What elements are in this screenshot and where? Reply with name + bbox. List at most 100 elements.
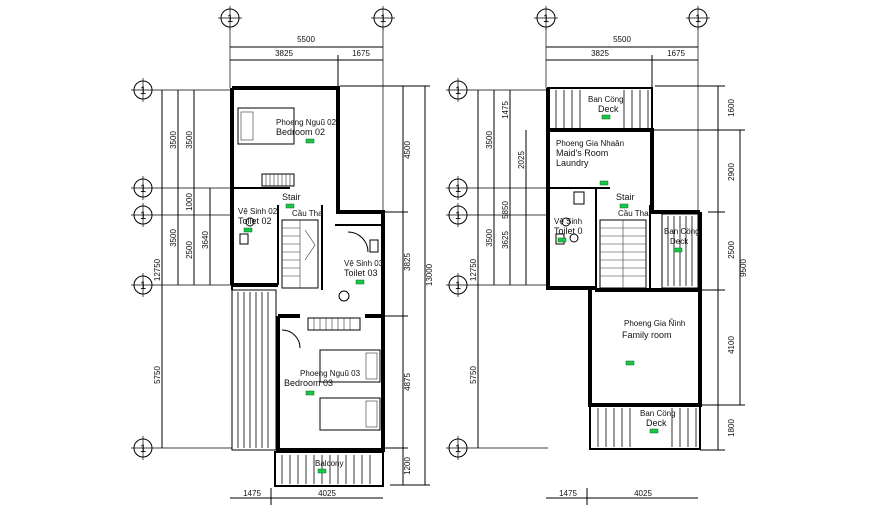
svg-text:1: 1 bbox=[140, 443, 146, 455]
grid-bubble-left-1: 1 bbox=[130, 77, 156, 103]
grid-bubble-top-left-a: 1 bbox=[217, 5, 243, 31]
label-toilet-03-vi: Vệ Sinh 03 bbox=[344, 259, 384, 268]
left-bottom-balcony-hatch bbox=[281, 455, 371, 484]
right-dim-inner-d: 5850 bbox=[501, 201, 510, 219]
left-dim-right-outer: 13000 bbox=[425, 263, 434, 286]
label-deck-bottom-en: Deck bbox=[646, 418, 667, 428]
right-dim-right-d: 4100 bbox=[727, 336, 736, 354]
bed-bedroom-02 bbox=[237, 107, 295, 145]
svg-text:1: 1 bbox=[455, 183, 461, 195]
right-dim-right-b: 2900 bbox=[727, 163, 736, 181]
label-toilet-en-right: Toilet 0 bbox=[554, 226, 583, 236]
left-dim-inner-c: 1000 bbox=[185, 193, 194, 211]
beds-bedroom-03 bbox=[319, 349, 381, 431]
grid-bubble-left-4: 1 bbox=[130, 272, 156, 298]
label-bedroom-02-en: Bedroom 02 bbox=[276, 127, 325, 137]
svg-text:1: 1 bbox=[380, 13, 386, 25]
label-toilet-02-vi: Vệ Sinh 02 bbox=[238, 207, 278, 216]
svg-text:1: 1 bbox=[140, 183, 146, 195]
label-stair-vi-right: Cầu Tha bbox=[618, 209, 649, 218]
label-bedroom-03-vi: Phoeng Nguũ 03 bbox=[300, 369, 361, 378]
label-toilet-03-en: Toilet 03 bbox=[344, 268, 378, 278]
svg-text:1: 1 bbox=[455, 210, 461, 222]
left-dim-width-a: 3825 bbox=[275, 49, 293, 58]
left-floor-plan: 1 1 5500 3825 1675 1 1 1 1 1 12750 5750 bbox=[130, 5, 434, 505]
svg-text:1: 1 bbox=[140, 85, 146, 97]
label-bedroom-02-vi: Phoeng Nguũ 02 bbox=[276, 118, 337, 127]
left-dim-inner-b: 3500 bbox=[185, 131, 194, 149]
grid-bubble-left-2: 1 bbox=[130, 175, 156, 201]
svg-text:1: 1 bbox=[455, 280, 461, 292]
label-toilet-02-en: Toilet 02 bbox=[238, 216, 272, 226]
grid-bubble-top-right-a: 1 bbox=[533, 5, 559, 31]
left-dim-right-b: 3825 bbox=[403, 253, 412, 271]
svg-text:1: 1 bbox=[227, 13, 233, 25]
right-dim-inner-e: 3500 bbox=[485, 229, 494, 247]
stair-right-plan bbox=[599, 219, 647, 289]
label-deck-top-en: Deck bbox=[598, 104, 619, 114]
label-maid-en: Maid's Room bbox=[556, 148, 608, 158]
grid-bubble-left-5: 1 bbox=[130, 435, 156, 461]
left-dim-bottom-a: 1475 bbox=[243, 489, 261, 498]
right-dim-total-width: 5500 bbox=[613, 35, 631, 44]
grid-bubble-right-1: 1 bbox=[445, 77, 471, 103]
left-side-balcony-hatch bbox=[237, 292, 269, 448]
svg-text:1: 1 bbox=[140, 210, 146, 222]
grid-bubble-left-3: 1 bbox=[130, 202, 156, 228]
label-maid-vi: Phoeng Gia Nhaân bbox=[556, 139, 624, 148]
right-dim-inner-a: 1475 bbox=[501, 101, 510, 119]
right-dim-right-c: 2500 bbox=[727, 241, 736, 259]
label-family-en: Family room bbox=[622, 330, 672, 340]
right-dim-outer-a: 12750 bbox=[469, 258, 478, 281]
label-deck-top-vi: Ban Cöng bbox=[588, 95, 624, 104]
right-dim-right-outer: 9500 bbox=[739, 259, 748, 277]
left-dim-width-b: 1675 bbox=[352, 49, 370, 58]
svg-text:1: 1 bbox=[455, 443, 461, 455]
grid-bubble-top-left-b: 1 bbox=[370, 5, 396, 31]
right-top-deck-hatch bbox=[555, 90, 649, 128]
label-deck-side-en: Deck bbox=[670, 237, 689, 246]
label-stair-en-right: Stair bbox=[616, 192, 635, 202]
right-dim-bottom-b: 4025 bbox=[634, 489, 652, 498]
left-dim-right-c: 4875 bbox=[403, 373, 412, 391]
right-dim-width-a: 3825 bbox=[591, 49, 609, 58]
label-family-vi: Phoeng Gia Ñình bbox=[624, 319, 685, 328]
left-dim-outer-a: 12750 bbox=[153, 258, 162, 281]
label-stair-en: Stair bbox=[282, 192, 301, 202]
left-dim-inner-f: 3640 bbox=[201, 231, 210, 249]
right-dim-inner-f: 3625 bbox=[501, 231, 510, 249]
right-dim-right-e: 1800 bbox=[727, 419, 736, 437]
left-dim-bottom-b: 4025 bbox=[318, 489, 336, 498]
right-dim-inner-b: 3500 bbox=[485, 131, 494, 149]
right-dim-bottom-a: 1475 bbox=[559, 489, 577, 498]
svg-text:1: 1 bbox=[455, 85, 461, 97]
svg-text:1: 1 bbox=[140, 280, 146, 292]
left-dim-inner-d: 3500 bbox=[169, 229, 178, 247]
label-deck-bottom-vi: Ban Cöng bbox=[640, 409, 676, 418]
label-balcony: Balcony bbox=[315, 459, 343, 468]
stair-left-plan bbox=[281, 219, 319, 289]
grid-bubble-right-4: 1 bbox=[445, 272, 471, 298]
label-bedroom-03-en: Bedroom 03 bbox=[284, 378, 333, 388]
label-laundry: Laundry bbox=[556, 158, 589, 168]
grid-bubble-right-3: 1 bbox=[445, 202, 471, 228]
label-toilet-vi-right: Vệ Sinh bbox=[554, 217, 582, 226]
right-dim-inner-c: 2025 bbox=[517, 151, 526, 169]
grid-bubble-right-5: 1 bbox=[445, 435, 471, 461]
left-dim-outer-b: 5750 bbox=[153, 366, 162, 384]
label-stair-vi: Cầu Tha bbox=[292, 209, 323, 218]
left-dim-right-a: 4500 bbox=[403, 141, 412, 159]
left-dim-total-width: 5500 bbox=[297, 35, 315, 44]
right-floor-plan: 1 1 5500 3825 1675 1 1 1 1 1 12750 5750 … bbox=[445, 5, 748, 505]
right-bottom-deck-hatch bbox=[597, 408, 697, 447]
right-dim-outer-b: 5750 bbox=[469, 366, 478, 384]
left-dim-right-d: 1200 bbox=[403, 457, 412, 475]
left-dim-inner-a: 3500 bbox=[169, 131, 178, 149]
label-deck-side-vi: Ban Cöng bbox=[664, 227, 700, 236]
svg-text:1: 1 bbox=[543, 13, 549, 25]
right-dim-width-b: 1675 bbox=[667, 49, 685, 58]
left-dim-inner-e: 2500 bbox=[185, 241, 194, 259]
svg-text:1: 1 bbox=[695, 13, 701, 25]
right-dim-right-a: 1600 bbox=[727, 99, 736, 117]
